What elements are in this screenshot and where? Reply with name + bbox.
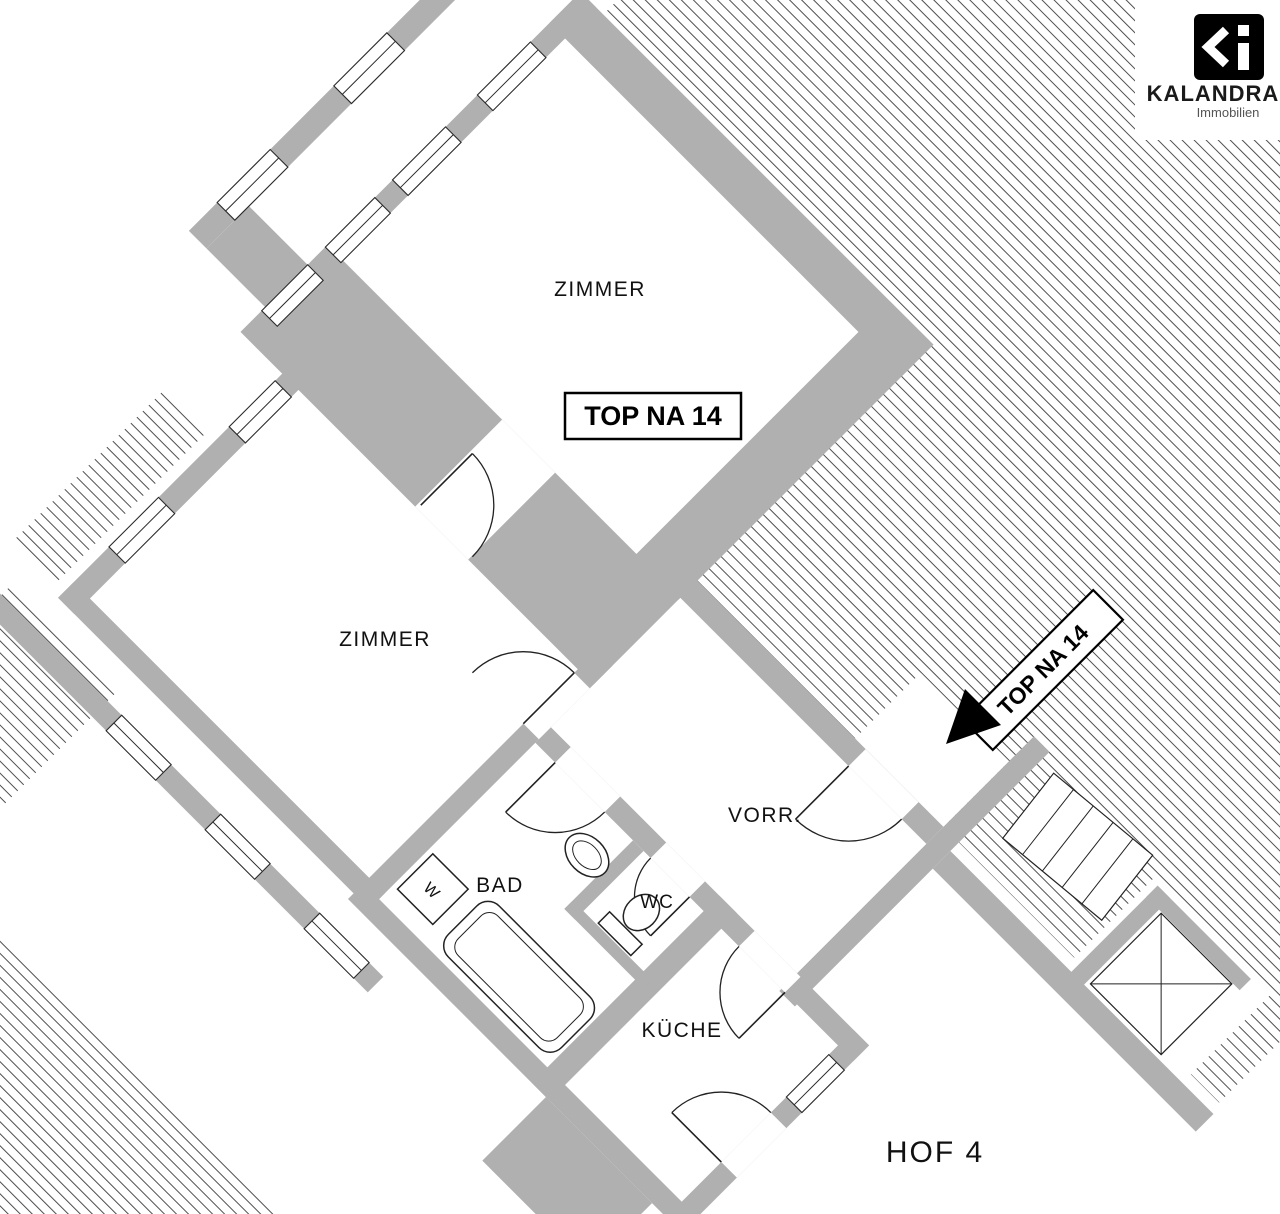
door-kueche	[719, 945, 786, 1039]
door-openings	[415, 419, 919, 1178]
unit-label: TOP NA 14	[584, 401, 722, 431]
room-label-vorraum: VORR.	[728, 804, 802, 827]
window	[260, 263, 324, 328]
logo-name: KALANDRA	[1147, 81, 1280, 106]
window	[204, 813, 271, 881]
hatched-area-north	[603, 0, 1280, 906]
door-hof	[671, 1091, 772, 1163]
room-label-bad: BAD	[476, 874, 524, 897]
hatched-area-south	[0, 814, 462, 1214]
unit-label-box: TOP NA 14	[563, 391, 743, 441]
hatched-area-southwest	[0, 587, 115, 907]
room-label-zimmer-left: ZIMMER	[339, 628, 431, 651]
entrance-arrow-icon	[946, 689, 1001, 744]
logo-subtitle: Immobilien	[1197, 105, 1260, 120]
room-label-kueche: KÜCHE	[641, 1019, 722, 1042]
window	[785, 1053, 846, 1114]
logo-mark-icon	[1194, 14, 1264, 80]
bathtub	[442, 900, 596, 1053]
window	[108, 496, 176, 564]
sink	[564, 832, 610, 878]
area-label-hof: HOF 4	[886, 1136, 984, 1169]
hatched-area-stairwell	[681, 329, 1280, 1103]
hatched-area-west	[12, 389, 207, 585]
staircase	[1001, 772, 1154, 922]
room-label-zimmer-top: ZIMMER	[554, 278, 646, 301]
window	[228, 379, 293, 444]
door-arcs	[420, 452, 903, 1163]
washing-machine: W	[396, 852, 470, 926]
window	[216, 148, 289, 221]
window	[324, 196, 392, 264]
room-label-wc: WC	[640, 892, 674, 913]
window	[476, 41, 547, 112]
toilet	[597, 893, 661, 957]
door-entrance	[794, 765, 903, 842]
logo: KALANDRA Immobilien	[1135, 0, 1280, 140]
window	[391, 126, 462, 197]
door-zimmer-zimmer	[420, 452, 495, 558]
window	[105, 714, 172, 782]
window	[333, 32, 406, 105]
door-bad	[505, 761, 606, 834]
door-zimmer-left	[471, 651, 575, 725]
elevator-shaft	[1089, 912, 1233, 1056]
stair-landing	[854, 672, 1010, 827]
window	[303, 912, 370, 980]
